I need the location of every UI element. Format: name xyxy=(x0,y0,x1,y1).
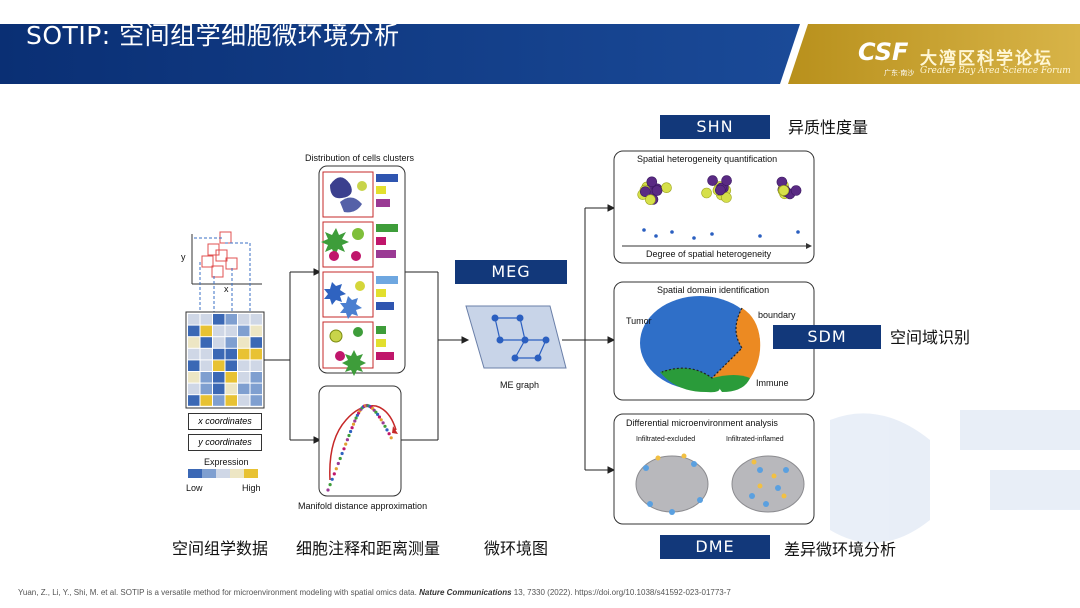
shn-axis-label: Degree of spatial heterogeneity xyxy=(646,249,772,259)
manifold-panel xyxy=(318,385,402,497)
shn-panel xyxy=(613,150,815,264)
logo-name: 大湾区科学论坛 xyxy=(920,49,1053,69)
clusters-title: Distribution of cells clusters xyxy=(305,153,415,163)
logo-mark: CSF xyxy=(858,38,909,66)
sdm-panel xyxy=(613,281,815,401)
x-axis-label: x xyxy=(224,284,229,294)
shn-zh-label: 异质性度量 xyxy=(788,118,869,137)
spatial-coordinates-plot xyxy=(191,231,262,312)
colorbar-high-label: High xyxy=(242,483,261,493)
citation-journal: Nature Communications xyxy=(419,588,512,597)
citation-rest: 13, 7330 (2022). https://doi.org/10.1038… xyxy=(513,588,731,597)
y-axis-label: y xyxy=(181,252,186,262)
dme-panel-title: Differential microenvironment analysis xyxy=(626,418,778,428)
me-graph-label: ME graph xyxy=(500,380,540,390)
expression-label: Expression xyxy=(204,457,249,467)
page-title: SOTIP: 空间组学细胞微环境分析 xyxy=(26,21,400,50)
dme-panel xyxy=(613,413,815,525)
cell-clusters-panel xyxy=(318,165,406,376)
me-graph xyxy=(465,305,567,369)
meg-tag: MEG xyxy=(455,260,567,284)
sdm-immune-label: Immune xyxy=(756,378,789,388)
dme-tag: DME xyxy=(660,535,770,559)
step2-zh-label: 细胞注释和距离测量 xyxy=(296,539,441,558)
sdm-tag: SDM xyxy=(773,325,881,349)
dme-right-label: Infiltrated-inflamed xyxy=(726,436,784,443)
logo-mark-sub: 广东·南沙 xyxy=(884,69,915,77)
shn-tag: SHN xyxy=(660,115,770,139)
sdm-boundary-label: boundary xyxy=(758,310,796,320)
colorbar-low-label: Low xyxy=(186,483,203,493)
x-coordinates-box: x coordinates xyxy=(188,413,262,430)
dme-left-label: Infiltrated-excluded xyxy=(636,436,696,443)
step1-zh-label: 空间组学数据 xyxy=(172,539,269,558)
logo-subtitle: Greater Bay Area Science Forum xyxy=(920,66,1071,76)
step3-zh-label: 微环境图 xyxy=(484,539,549,558)
expression-matrix xyxy=(185,311,265,409)
citation-text: Yuan, Z., Li, Y., Shi, M. et al. SOTIP i… xyxy=(18,588,417,597)
watermark-decoration xyxy=(830,410,1080,543)
header-banner: SOTIP: 空间组学细胞微环境分析 CSF 广东·南沙 大湾区科学论坛 Gre… xyxy=(0,0,1080,88)
sdm-panel-title: Spatial domain identification xyxy=(657,285,770,295)
sdm-tumor-label: Tumor xyxy=(626,316,652,326)
shn-panel-title: Spatial heterogeneity quantification xyxy=(637,154,778,164)
sdm-zh-label: 空间域识别 xyxy=(890,328,971,347)
expression-colorbar xyxy=(188,469,258,478)
connectors-left xyxy=(264,204,616,474)
y-coordinates-box: y coordinates xyxy=(188,434,262,451)
manifold-label: Manifold distance approximation xyxy=(298,501,428,511)
dme-zh-label: 差异微环境分析 xyxy=(784,540,897,559)
citation: Yuan, Z., Li, Y., Shi, M. et al. SOTIP i… xyxy=(18,588,731,597)
header-background xyxy=(0,0,1080,88)
